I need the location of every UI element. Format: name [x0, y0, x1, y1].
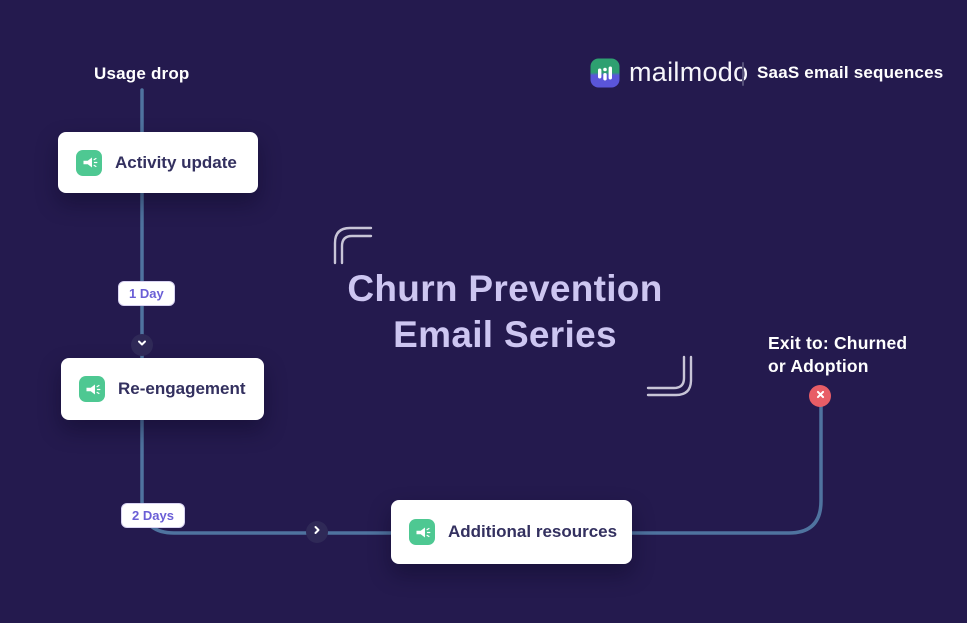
x-icon	[815, 387, 826, 405]
chevron-right-icon	[311, 523, 323, 541]
node-label: Re-engagement	[118, 379, 246, 398]
megaphone-icon	[79, 376, 105, 402]
chevron-down-icon	[136, 336, 148, 354]
exit-label-line1: Exit to: Churned	[768, 333, 908, 353]
page-title-line1: Churn Prevention	[347, 268, 663, 309]
brand-wordmark: mailmodo	[629, 57, 749, 87]
connector-next-button[interactable]	[306, 521, 328, 543]
delay-badge-1-day[interactable]: 1 Day	[118, 281, 175, 306]
delay-badge-2-days[interactable]: 2 Days	[121, 503, 185, 528]
exit-label: Exit to: Churned or Adoption	[768, 332, 907, 378]
megaphone-icon	[76, 149, 102, 176]
node-label: Activity update	[115, 152, 237, 172]
page-title: Churn Prevention Email Series	[275, 266, 735, 358]
node-card-activity-update[interactable]: Activity update	[58, 132, 258, 193]
header-divider	[742, 62, 744, 86]
quote-bracket-top-left	[333, 226, 373, 265]
mailmodo-logo	[590, 58, 620, 88]
exit-node-button[interactable]	[809, 385, 831, 407]
header-tagline: SaaS email sequences	[757, 63, 944, 82]
node-card-additional-resources[interactable]: Additional resources	[391, 500, 632, 564]
page-title-line2: Email Series	[393, 314, 617, 355]
quote-bracket-bottom-right	[646, 355, 693, 397]
megaphone-icon	[409, 519, 435, 545]
connector-expand-button[interactable]	[131, 334, 153, 356]
node-label: Additional resources	[448, 522, 618, 541]
exit-label-line2: or Adoption	[768, 356, 869, 376]
node-card-re-engagement[interactable]: Re-engagement	[61, 358, 264, 420]
entry-trigger-label: Usage drop	[94, 64, 190, 83]
